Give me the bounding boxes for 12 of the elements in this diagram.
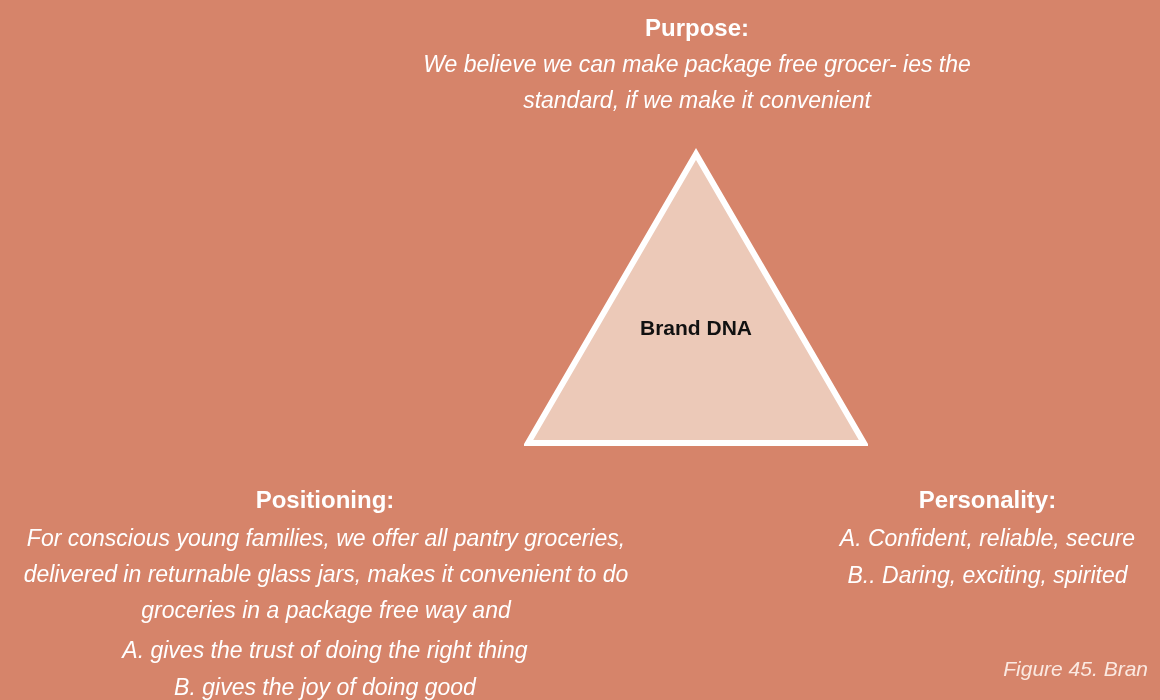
section-heading: Purpose: (644, 13, 750, 43)
list-item: A. Confident, reliable, secure (838, 524, 1137, 553)
section-heading: Personality: (917, 485, 1058, 515)
body-text: For conscious young families, we offer all pantry groceries, delivered in returnable glass jars, makes it convenient to do groceries in a package free way and (22, 524, 630, 625)
list-item: B. gives the joy of doing good (173, 673, 478, 700)
figure-caption: Figure 45. Bran (1003, 657, 1148, 681)
section-heading: Positioning: (254, 485, 396, 515)
list-item: B.. Daring, exciting, spirited (846, 561, 1129, 590)
node-label: Brand DNA (639, 316, 753, 340)
body-text: We believe we can make package free grocer- ies the standard, if we make it convenient (422, 50, 972, 115)
list-item: A. gives the trust of doing the right thing (120, 636, 529, 665)
triangle-shape (524, 148, 868, 448)
